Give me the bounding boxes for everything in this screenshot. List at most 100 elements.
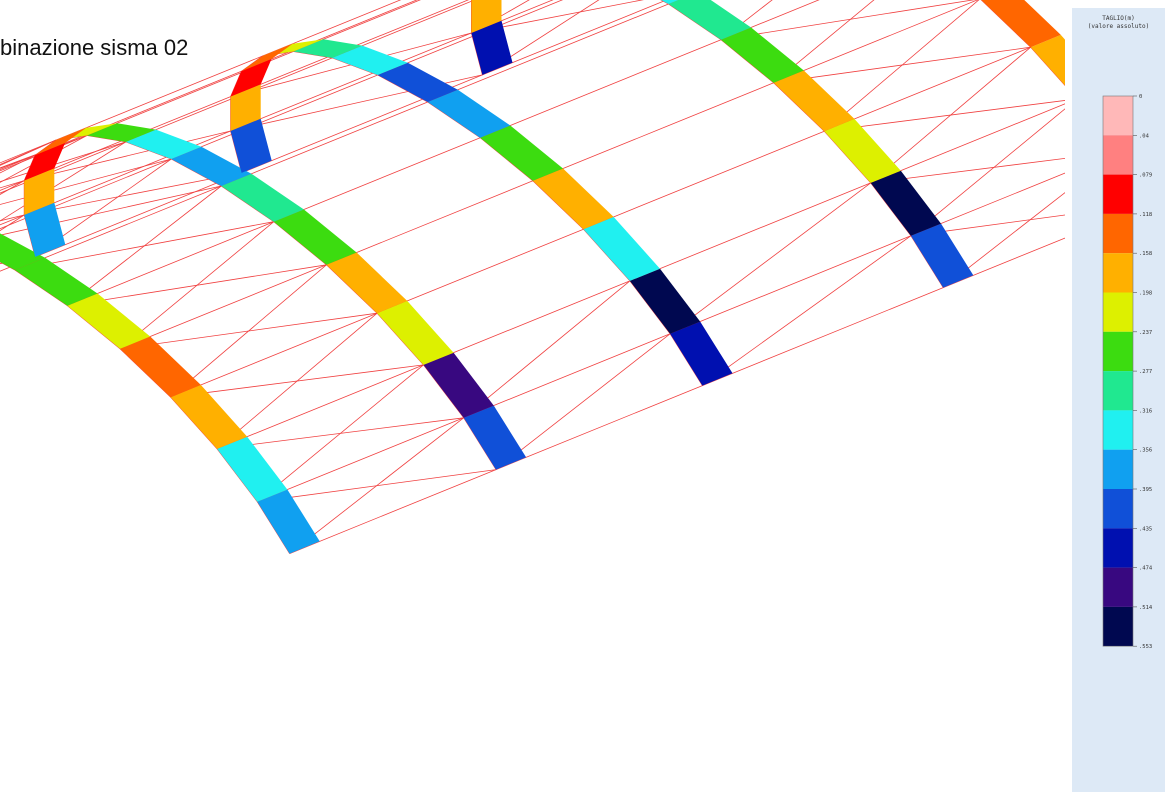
truss-member (870, 103, 1065, 184)
truss-member (471, 0, 644, 34)
truss-member (35, 172, 242, 258)
truss-member (125, 57, 333, 143)
shear-segment (14, 257, 98, 306)
legend-tick-label: .435 (1139, 526, 1152, 532)
truss-member (0, 158, 172, 230)
truss-member (289, 469, 497, 554)
diagram-title: binazione sisma 02 (0, 35, 189, 60)
truss-member (427, 3, 669, 103)
truss-member (669, 235, 912, 335)
truss-member (24, 172, 242, 216)
truss-member (24, 130, 231, 181)
truss-member (495, 333, 671, 470)
shear-segment (326, 252, 408, 314)
truss-member (56, 55, 263, 141)
legend-swatch (1103, 213, 1133, 254)
legend-tick-label: .118 (1139, 212, 1152, 218)
shear-segment (661, 0, 679, 4)
legend-swatch (1103, 292, 1133, 332)
legend-tick-label: .079 (1139, 173, 1152, 179)
shear-segment (824, 118, 901, 183)
truss-member (720, 0, 976, 41)
truss-member (0, 139, 57, 164)
truss-member (0, 214, 25, 232)
shear-segment (1030, 34, 1065, 86)
shear-segment (721, 27, 804, 83)
legend-tick-label: .553 (1139, 644, 1152, 650)
truss-member (257, 469, 497, 503)
shear-segment (332, 45, 408, 75)
truss-member (702, 235, 912, 386)
shear-segment (293, 39, 363, 58)
legend-tick-label: .198 (1139, 291, 1152, 297)
truss-member (773, 46, 1031, 84)
shear-segment (870, 170, 941, 236)
shear-segment (171, 146, 252, 186)
shear-segment (668, 0, 752, 40)
truss-member (0, 139, 57, 165)
truss-member (463, 333, 671, 419)
shear-segment (0, 233, 45, 270)
truss-member (273, 221, 327, 266)
shear-diagram (0, 0, 1065, 554)
legend-swatch (1103, 606, 1133, 647)
legend-swatch (1103, 253, 1133, 293)
truss-member (14, 185, 222, 271)
legend-tick-label: .158 (1139, 251, 1152, 257)
truss-member (720, 0, 773, 41)
legend-title-line2: (valore assoluto) (1087, 23, 1150, 30)
truss-member (471, 0, 554, 34)
truss-member (326, 180, 534, 266)
truss-member (471, 0, 530, 34)
truss-member (120, 312, 378, 350)
truss-member (480, 39, 722, 139)
truss-member (376, 228, 584, 314)
shear-segment (629, 268, 701, 334)
truss-member (221, 101, 428, 187)
truss-member (171, 74, 378, 160)
legend-tick-label: .04 (1139, 133, 1150, 139)
truss-member (943, 237, 1065, 288)
shear-segment (427, 89, 511, 138)
truss-member (482, 0, 600, 76)
legend-tick-label: .514 (1139, 605, 1153, 611)
legend-swatch (1103, 331, 1133, 372)
truss-member (216, 364, 424, 450)
truss-member (230, 32, 472, 132)
shear-segment (230, 84, 261, 131)
truss-member (702, 287, 944, 386)
shear-segment (217, 436, 288, 502)
truss-member (669, 182, 871, 335)
legend-tick-label: 0 (1139, 94, 1142, 100)
legend-tick-label: .237 (1139, 330, 1152, 336)
truss-member (0, 139, 57, 166)
truss-member (67, 221, 274, 307)
truss-member (170, 312, 378, 398)
shear-segment (910, 223, 974, 288)
truss-member (257, 417, 464, 503)
truss-member (293, 0, 421, 52)
shear-segment (532, 168, 614, 230)
truss-member (0, 154, 36, 170)
shear-segment (170, 384, 248, 449)
legend-swatch (1103, 528, 1133, 568)
truss-member (67, 264, 327, 307)
legend-swatch (1103, 410, 1133, 450)
truss-member (0, 154, 36, 169)
legend-swatch (1103, 449, 1133, 489)
legend-title: TAGLIO(m) (valore assoluto) (1072, 15, 1165, 31)
shear-segment (423, 352, 494, 418)
shear-segment (35, 127, 87, 156)
shear-segment (24, 143, 66, 181)
legend-swatch (1103, 96, 1133, 136)
truss-member (273, 137, 481, 223)
truss-member (262, 0, 402, 57)
truss-member (0, 256, 36, 272)
truss-member (119, 264, 327, 350)
truss-member (495, 385, 703, 470)
truss-member (217, 417, 464, 450)
legend-tick-label: .356 (1139, 448, 1152, 454)
shear-segment (981, 0, 1061, 48)
shear-segment (257, 489, 320, 554)
truss-member (332, 0, 476, 59)
